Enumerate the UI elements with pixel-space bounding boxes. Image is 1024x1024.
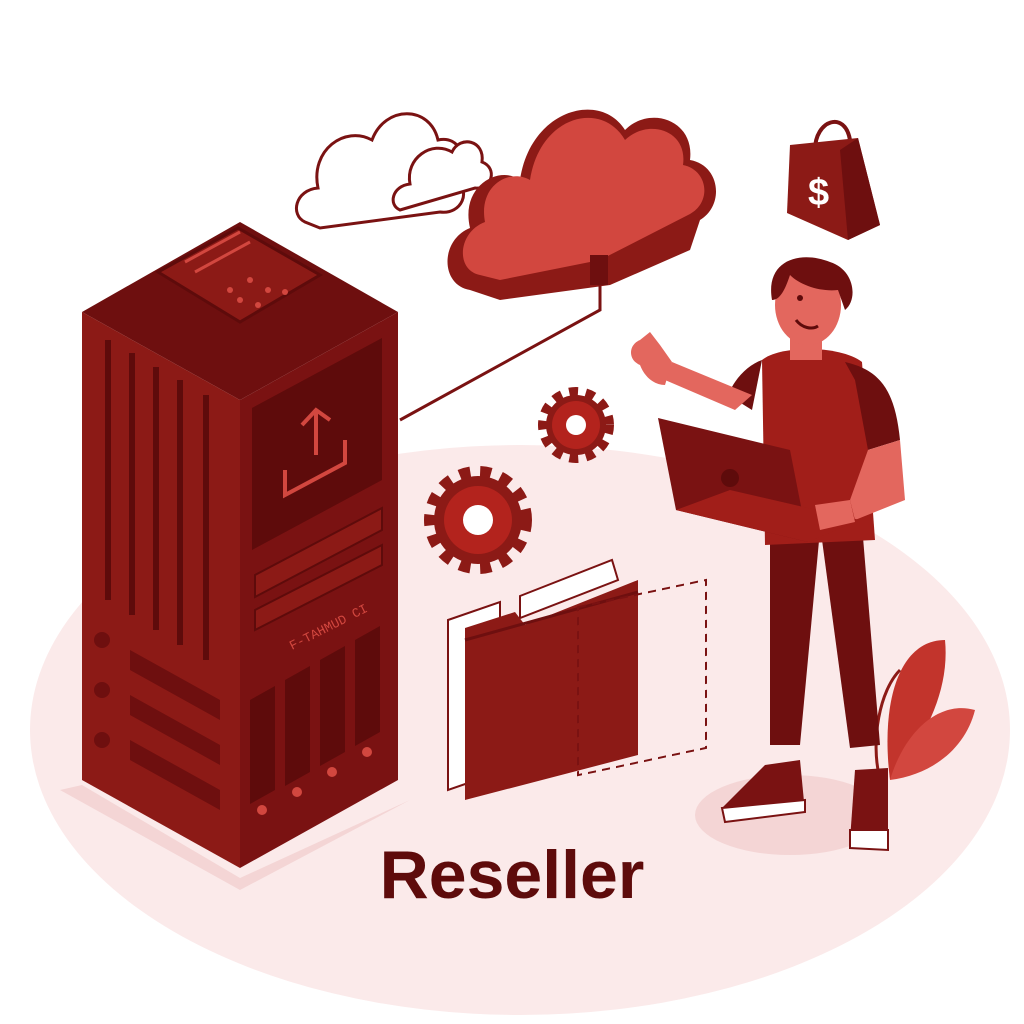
cloud-cable [399, 285, 602, 422]
shopping-bag-icon: $ [787, 119, 880, 240]
upload-icon [283, 407, 347, 499]
outline-cloud-icon [295, 112, 493, 230]
server-shadow [60, 785, 410, 890]
gear-icon [424, 466, 532, 574]
cloud-icon [447, 109, 717, 300]
plant-icon [874, 640, 975, 781]
caption-title: Reseller [379, 837, 645, 913]
server-tower: F-TAHMUD CI [82, 222, 398, 868]
laptop-icon [658, 418, 860, 542]
person-figure [631, 257, 905, 852]
dollar-icon: $ [808, 172, 829, 214]
folder-icon [447, 558, 707, 800]
gear-icon [538, 387, 614, 463]
